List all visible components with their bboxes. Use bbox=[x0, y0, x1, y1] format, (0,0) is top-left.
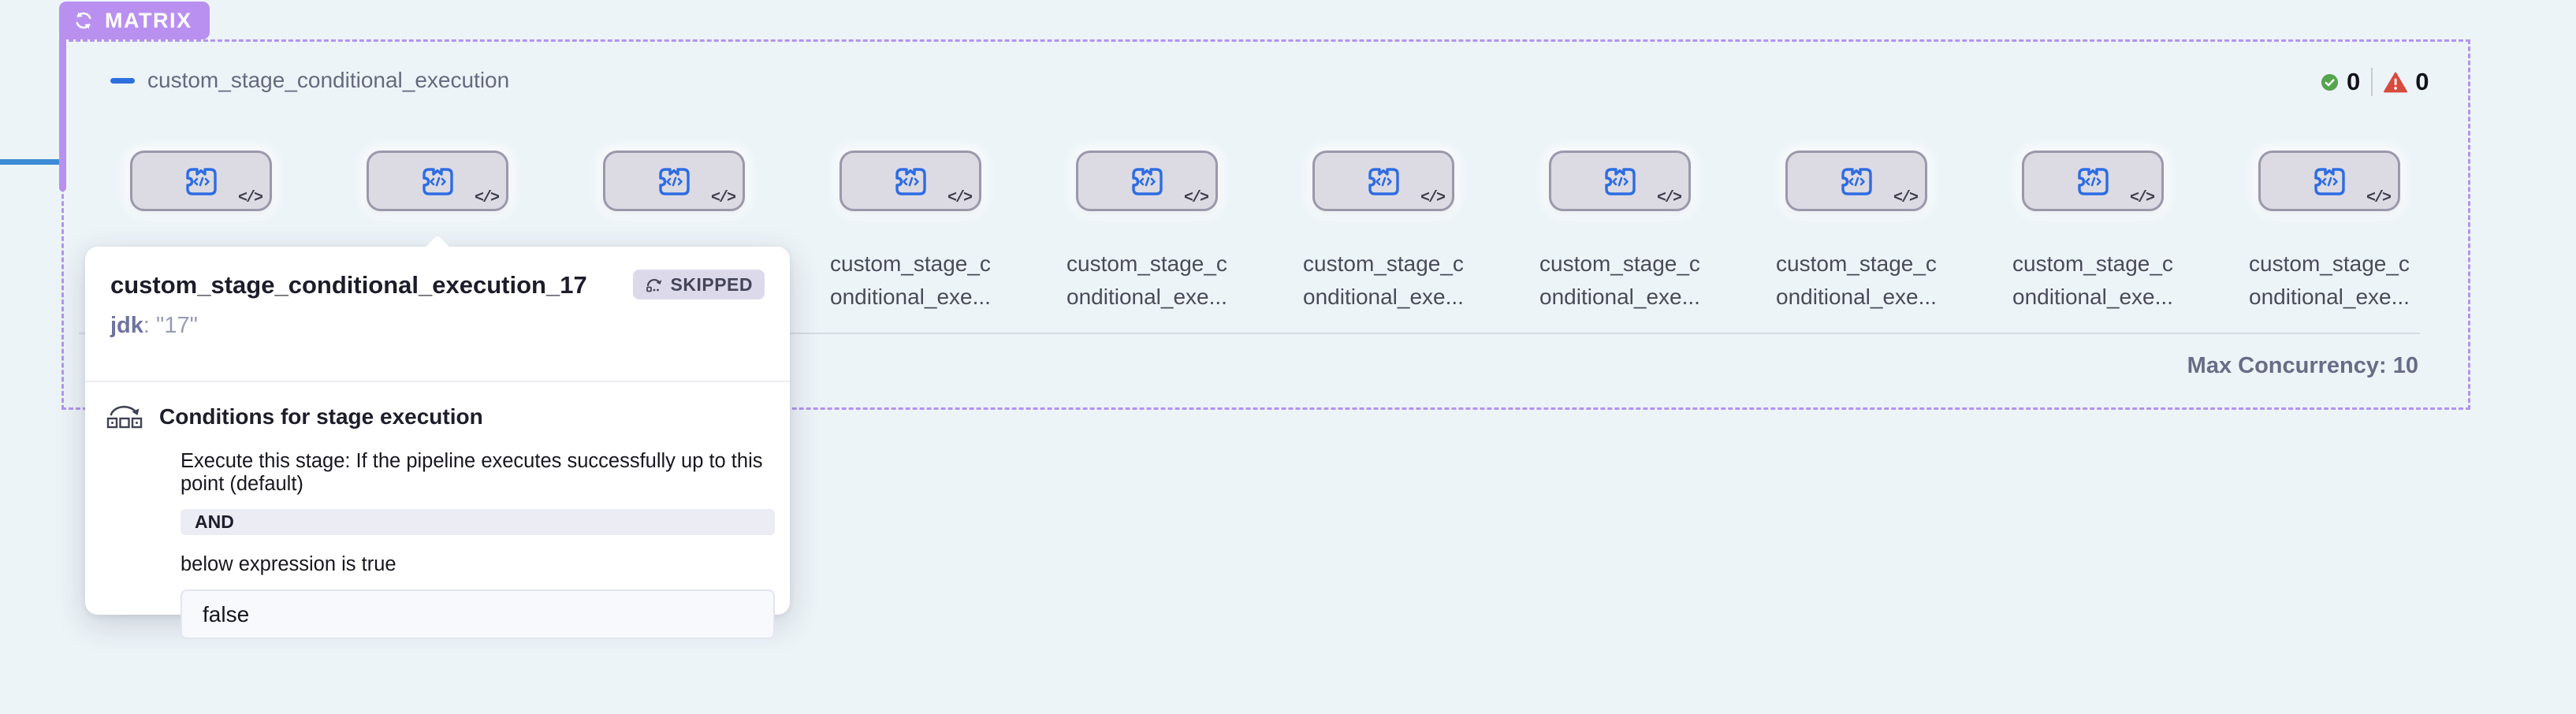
custom-stage-icon bbox=[1368, 167, 1399, 195]
code-glyph-icon: </> bbox=[710, 189, 736, 207]
stage-details-popover: custom_stage_conditional_execution_17 SK… bbox=[85, 235, 790, 639]
success-icon bbox=[2321, 73, 2339, 91]
custom-stage-icon bbox=[2314, 167, 2345, 195]
counts-divider bbox=[2371, 68, 2373, 96]
stage-label: custom_stage_c onditional_exe... bbox=[1265, 247, 1502, 314]
stage-label-line2: onditional_exe... bbox=[1776, 284, 1937, 309]
stage-card[interactable]: </> bbox=[839, 151, 981, 211]
stage-card[interactable]: </> bbox=[1076, 151, 1218, 211]
custom-stage-icon bbox=[186, 167, 217, 195]
stage-label-line1: custom_stage_c bbox=[1776, 251, 1937, 276]
variable-key: jdk bbox=[110, 313, 143, 338]
stage-card[interactable]: </> bbox=[603, 151, 745, 211]
stage-card[interactable]: </> bbox=[1785, 151, 1927, 211]
conditions-heading: Conditions for stage execution bbox=[159, 404, 483, 429]
stage-label-line2: onditional_exe... bbox=[830, 284, 991, 309]
status-counts: 0 0 bbox=[2321, 68, 2429, 96]
code-glyph-icon: </> bbox=[474, 189, 500, 207]
skipped-icon bbox=[646, 279, 662, 292]
stage-card[interactable]: </> bbox=[1312, 151, 1454, 211]
stage-label: custom_stage_c onditional_exe... bbox=[1029, 247, 1265, 314]
max-concurrency-label: Max Concurrency: 10 bbox=[2187, 353, 2418, 378]
stage-label-line1: custom_stage_c bbox=[2249, 251, 2410, 276]
stage-card[interactable]: </> bbox=[1549, 151, 1691, 211]
stage-label: custom_stage_c onditional_exe... bbox=[792, 247, 1029, 314]
collapse-icon[interactable] bbox=[110, 77, 135, 84]
stage-label-line2: onditional_exe... bbox=[1067, 284, 1227, 309]
stage-card[interactable]: </> bbox=[130, 151, 272, 211]
custom-stage-icon bbox=[659, 167, 690, 195]
failed-count: 0 bbox=[2415, 68, 2429, 95]
pipeline-connector-line bbox=[0, 159, 63, 165]
footer-divider bbox=[79, 333, 2420, 334]
stage-label: custom_stage_c onditional_exe... bbox=[1502, 247, 1738, 314]
expression-value: false bbox=[203, 601, 250, 627]
code-glyph-icon: </> bbox=[2366, 189, 2392, 207]
stage-label: custom_stage_c onditional_exe... bbox=[2211, 247, 2448, 314]
matrix-anchor-strip bbox=[59, 36, 66, 192]
operator-bar[interactable]: AND bbox=[181, 509, 775, 535]
stage-label-line1: custom_stage_c bbox=[830, 251, 991, 276]
popover-stage-title: custom_stage_conditional_execution_17 bbox=[110, 271, 587, 299]
stage-card[interactable]: </> bbox=[367, 151, 508, 211]
code-glyph-icon: </> bbox=[1420, 189, 1446, 207]
stage-label-line2: onditional_exe... bbox=[1303, 284, 1464, 309]
stage-cards-row: </> </> </> </> bbox=[130, 151, 2400, 211]
status-badge-label: SKIPPED bbox=[670, 273, 753, 295]
code-glyph-icon: </> bbox=[1656, 189, 1682, 207]
popover-divider bbox=[85, 381, 790, 382]
conditions-description: Execute this stage: If the pipeline exec… bbox=[181, 450, 763, 495]
conditions-heading-row: Conditions for stage execution bbox=[106, 400, 765, 433]
stage-label-line2: onditional_exe... bbox=[2012, 284, 2173, 309]
stage-label: custom_stage_c onditional_exe... bbox=[1738, 247, 1975, 314]
group-title: custom_stage_conditional_execution bbox=[147, 68, 510, 92]
code-glyph-icon: </> bbox=[2129, 189, 2155, 207]
custom-stage-icon bbox=[423, 167, 453, 195]
code-glyph-icon: </> bbox=[237, 189, 263, 207]
operator-label: AND bbox=[195, 511, 234, 532]
stage-label-line1: custom_stage_c bbox=[2012, 251, 2173, 276]
stage-label-line1: custom_stage_c bbox=[1303, 251, 1464, 276]
stage-label-line1: custom_stage_c bbox=[1067, 251, 1227, 276]
failed-icon bbox=[2384, 72, 2408, 92]
custom-stage-icon bbox=[1605, 167, 1636, 195]
status-badge: SKIPPED bbox=[632, 270, 765, 299]
conditional-execution-icon bbox=[106, 405, 143, 429]
custom-stage-icon bbox=[2078, 167, 2109, 195]
stage-label-line2: onditional_exe... bbox=[1539, 284, 1700, 309]
code-glyph-icon: </> bbox=[1893, 189, 1919, 207]
group-title-row: custom_stage_conditional_execution bbox=[110, 68, 509, 93]
expression-input[interactable]: false bbox=[181, 589, 775, 639]
conditions-subtext: below expression is true bbox=[181, 553, 396, 575]
matrix-badge-label: MATRIX bbox=[105, 8, 192, 32]
variable-value: : "17" bbox=[143, 313, 198, 338]
stage-card[interactable]: </> bbox=[2258, 151, 2400, 211]
stage-card[interactable]: </> bbox=[2022, 151, 2164, 211]
custom-stage-icon bbox=[1841, 167, 1872, 195]
stage-label-line2: onditional_exe... bbox=[2249, 284, 2410, 309]
loop-icon bbox=[76, 12, 91, 29]
conditions-body: Execute this stage: If the pipeline exec… bbox=[181, 450, 775, 639]
code-glyph-icon: </> bbox=[947, 189, 973, 207]
success-count: 0 bbox=[2347, 68, 2361, 95]
code-glyph-icon: </> bbox=[1183, 189, 1209, 207]
matrix-group-container bbox=[61, 39, 2470, 410]
custom-stage-icon bbox=[895, 167, 926, 195]
matrix-variable-row: jdk: "17" bbox=[110, 313, 765, 339]
popover-header: custom_stage_conditional_execution_17 SK… bbox=[110, 247, 765, 299]
custom-stage-icon bbox=[1132, 167, 1163, 195]
stage-label: custom_stage_c onditional_exe... bbox=[1975, 247, 2211, 314]
matrix-badge[interactable]: MATRIX bbox=[59, 2, 210, 39]
stage-label-line1: custom_stage_c bbox=[1539, 251, 1700, 276]
